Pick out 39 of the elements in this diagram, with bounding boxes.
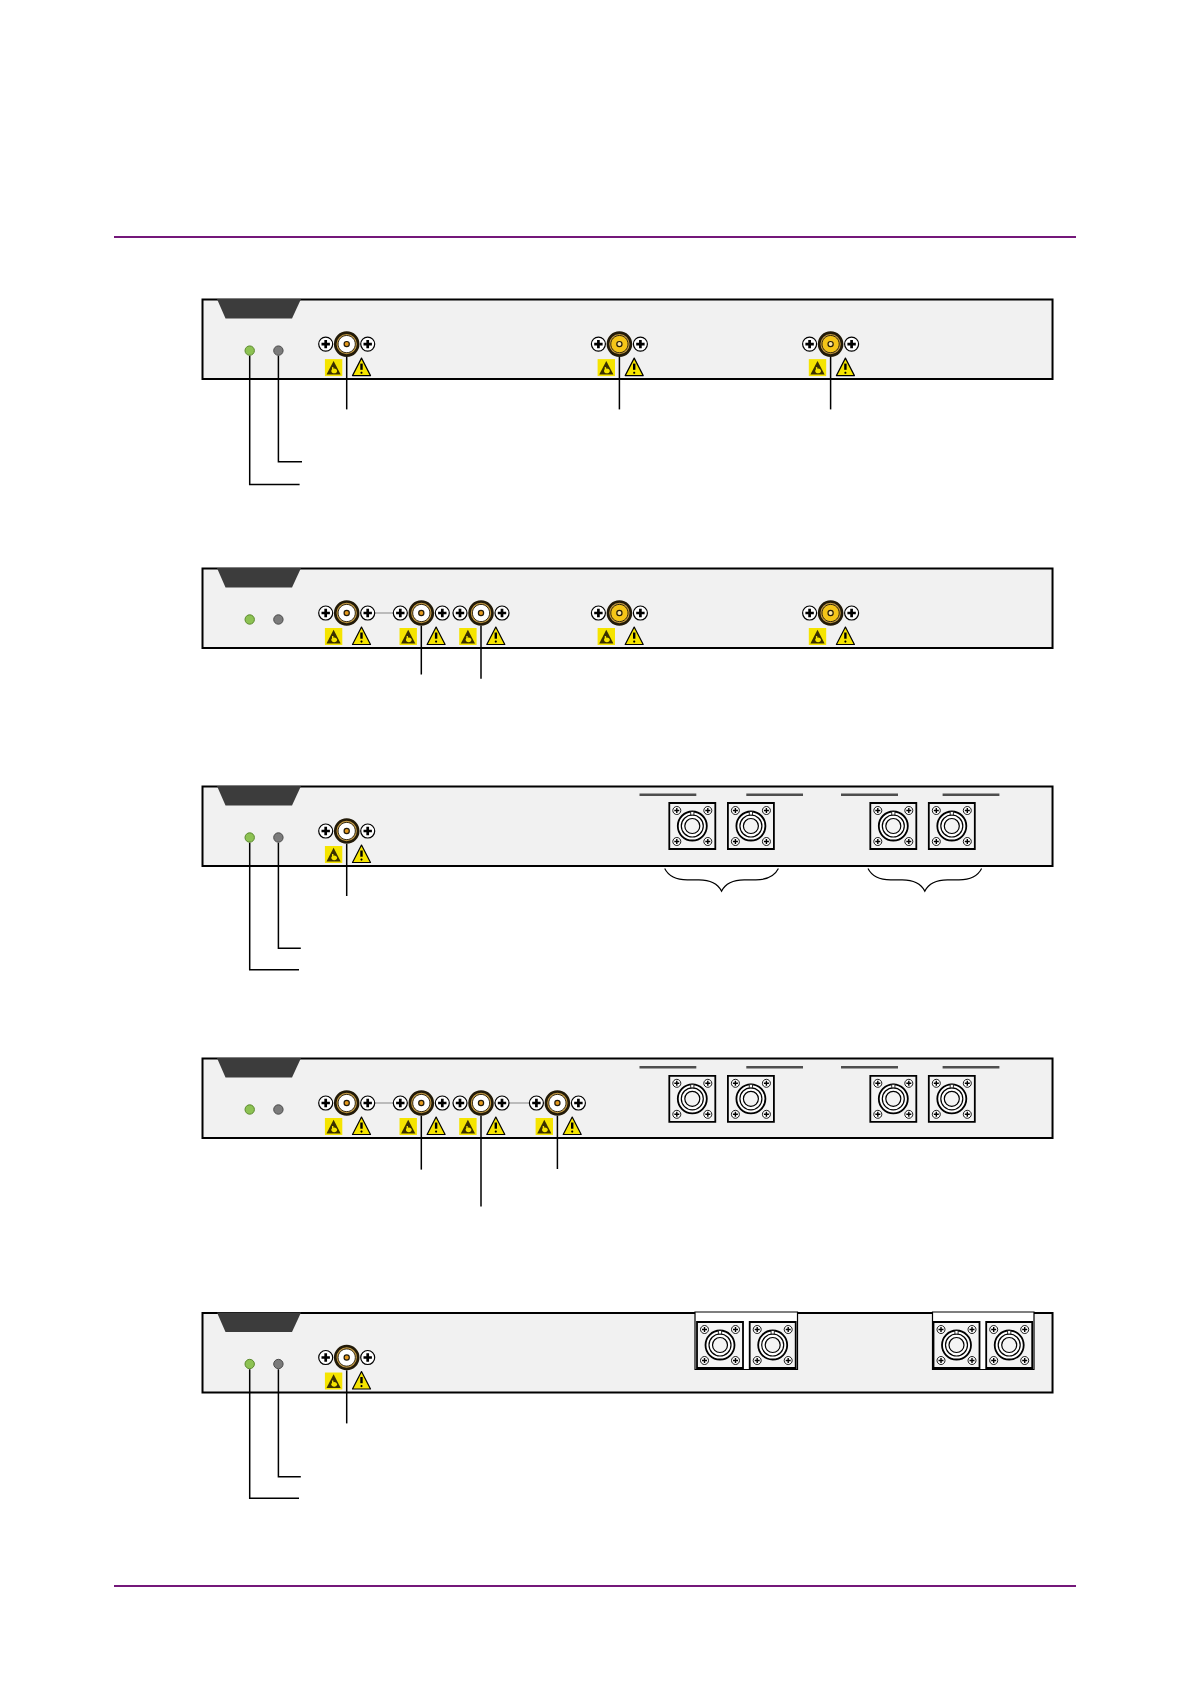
led-indicator (244, 614, 255, 625)
bnc-connector (544, 1090, 571, 1116)
led-indicator (244, 345, 255, 356)
led-indicator (244, 1358, 255, 1370)
leader-line (248, 355, 301, 486)
bnc-connector (408, 600, 435, 626)
leader-line (277, 841, 302, 950)
led-indicator (273, 1358, 284, 1370)
bnc-connector (606, 331, 633, 357)
leader-line (420, 1115, 423, 1171)
leader-line (277, 355, 303, 463)
led-indicator (244, 832, 255, 843)
bnc-connector (333, 600, 360, 626)
led-indicator (273, 345, 284, 356)
leader-line (345, 843, 348, 897)
leader-line (248, 841, 300, 971)
leader-line (480, 1115, 482, 1208)
bnc-connector (333, 331, 360, 357)
leader-line (480, 625, 482, 680)
bnc-connector (333, 1344, 360, 1371)
bnc-connector (817, 600, 844, 626)
leader-line (248, 1368, 300, 1499)
led-indicator (273, 614, 284, 625)
bnc-connector (333, 818, 360, 844)
bnc-connector (606, 600, 633, 626)
leader-line (420, 625, 423, 676)
leader-line (345, 356, 348, 411)
led-indicator (273, 832, 284, 843)
bnc-connector (408, 1090, 435, 1116)
leader-line (618, 356, 621, 411)
led-indicator (244, 1104, 255, 1115)
leader-line (556, 1115, 559, 1170)
leader-line (345, 1369, 348, 1425)
leader-line (829, 356, 832, 411)
bnc-connector (333, 1090, 360, 1116)
leader-line (277, 1368, 302, 1478)
led-indicator (273, 1104, 284, 1115)
bnc-connector (817, 331, 844, 357)
front-panel (201, 298, 1054, 381)
